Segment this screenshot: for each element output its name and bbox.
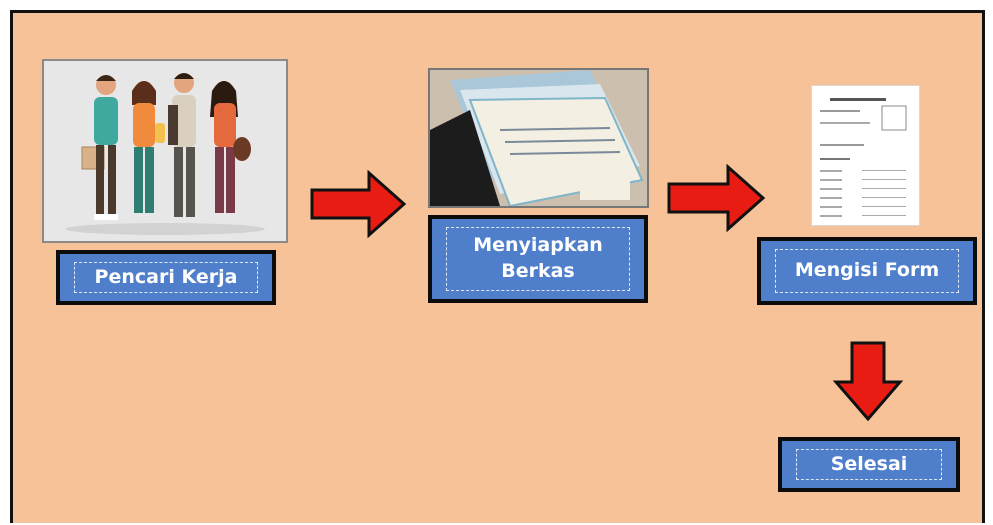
job-seekers-image [42,59,288,243]
step-label: Menyiapkan Berkas [473,233,603,284]
documents-photo-image [428,68,649,208]
step-pencari-kerja: Pencari Kerja [56,250,276,305]
step-mengisi-form: Mengisi Form [757,237,977,305]
label-inner-border [74,262,258,293]
label-inner-border [796,449,942,480]
right-arrow-icon [310,170,407,238]
step-selesai: Selesai [778,437,960,492]
step-label-line1: Menyiapkan [473,234,603,257]
right-arrow-icon [667,164,766,232]
step-label: Selesai [830,452,908,475]
step-label: Mengisi Form [794,259,940,282]
form-document-image [811,85,920,226]
label-inner-border [446,227,630,291]
down-arrow-icon [833,341,903,422]
label-inner-border [775,249,959,293]
step-label: Pencari Kerja [94,265,238,288]
step-menyiapkan-berkas: Menyiapkan Berkas [428,215,648,303]
step-label-line2: Berkas [501,260,575,282]
